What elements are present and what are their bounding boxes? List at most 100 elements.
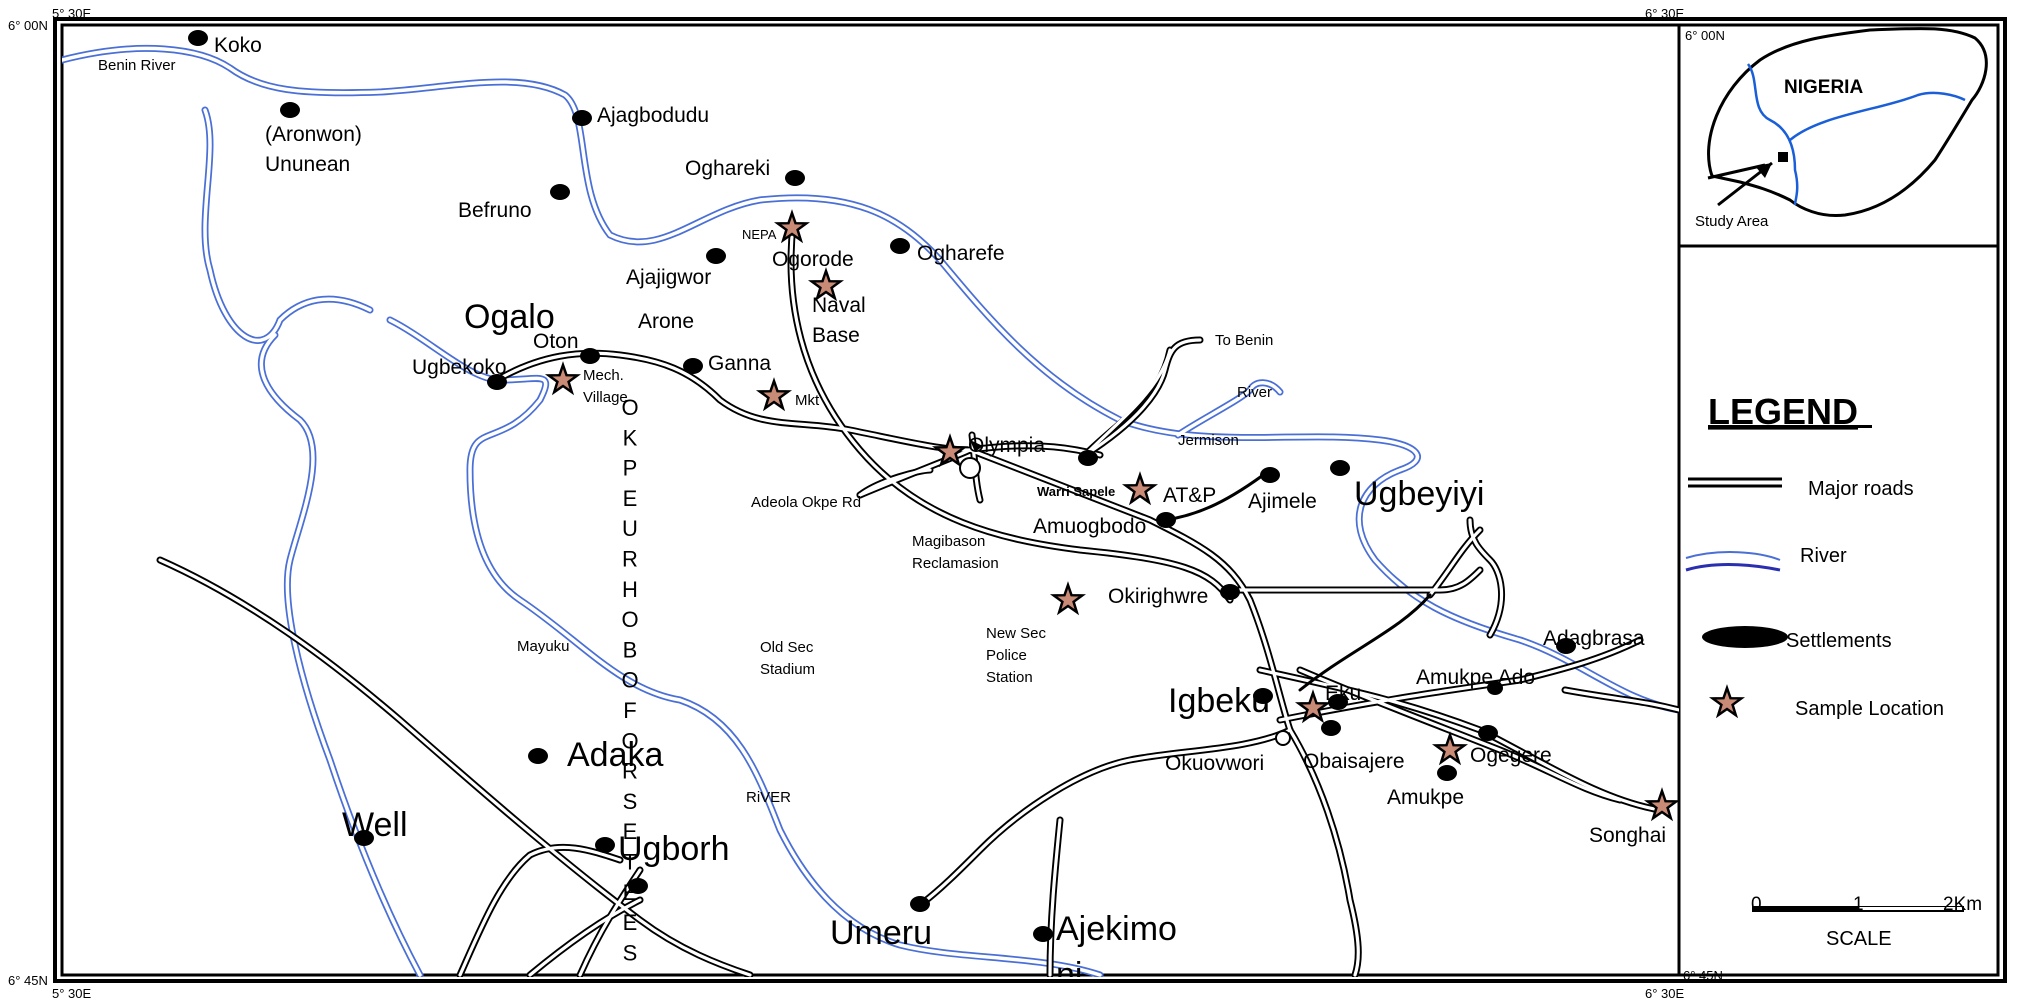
scale-tick-2: 2Km (1943, 894, 1982, 915)
scale-tick-1: 1 (1853, 894, 1864, 915)
sample-star-atp (1124, 473, 1156, 504)
vertical-label-letter: O (621, 607, 638, 632)
label-magibason: Magibason (912, 533, 985, 550)
label-adeola: Adeola Okpe Rd (751, 494, 861, 511)
legend-star-icon (1711, 686, 1743, 717)
label-eku: Eku (1325, 682, 1361, 705)
coord-top-right-lon: 6° 30E (1645, 6, 1685, 21)
settlement-igbeku (1253, 688, 1273, 704)
label-reclamasion: Reclamasion (912, 555, 999, 572)
coord-top-left-lat: 6° 00N (8, 18, 48, 33)
vertical-label-letter: U (622, 516, 638, 541)
label-ugbeyiyi: Ugbeyiyi (1354, 475, 1484, 513)
scale-label: SCALE (1826, 928, 1892, 950)
settlement-ganna (683, 358, 703, 374)
label-ajagbodudu: Ajagbodudu (597, 104, 709, 127)
settlement-ajimele (1260, 467, 1280, 483)
settlement-ugborh-south (628, 878, 648, 894)
label-benin-river: Benin River (98, 57, 176, 74)
legend-title-underline (1708, 425, 1872, 428)
settlement-befruno (550, 184, 570, 200)
legend-major-roads-label: Major roads (1808, 478, 1914, 500)
settlement-ugbekoko (487, 374, 507, 390)
settlement-ajagbodudu (572, 110, 592, 126)
inset-coast-line (1707, 163, 1766, 180)
vertical-label-letter: O (621, 728, 638, 753)
vertical-label-letter: E (623, 819, 638, 844)
legend-river-line-top (1685, 551, 1781, 561)
inset-country-label: NIGERIA (1784, 77, 1863, 98)
label-adagbrasa: Adagbrasa (1543, 627, 1645, 650)
label-ajajigwor: Ajajigwor (626, 266, 711, 289)
settlement-ugbeyiyi (1330, 460, 1350, 476)
olympia-roundabout (959, 457, 981, 479)
settlement-eku (1328, 694, 1348, 710)
inset-study-area-label: Study Area (1695, 213, 1769, 230)
place-labels: Koko Benin River (Aronwon) Ununean Ajagb… (98, 34, 1666, 994)
vertical-label-letter: R (622, 547, 638, 572)
study-area-marker (1778, 152, 1788, 162)
vertical-label-letter: R (622, 759, 638, 784)
settlement-amukpe (1437, 765, 1457, 781)
vertical-label-letter: E (623, 880, 638, 905)
settlements (188, 30, 1576, 942)
label-ununean: Ununean (265, 153, 350, 176)
coord-bottom-left-lon: 5° 30E (52, 986, 92, 1000)
vertical-label-letter: E (623, 910, 638, 935)
legend-sample-label: Sample Location (1795, 698, 1944, 720)
label-village: Village (583, 389, 628, 406)
legend-sample-location: Sample Location (1711, 686, 1944, 720)
coord-top-left-lon: 5° 30E (52, 6, 92, 21)
label-aronwon: (Aronwon) (265, 123, 362, 146)
settlement-obaisajere (1321, 720, 1341, 736)
legend: LEGEND Major roads River Settlements Sam… (1685, 391, 1982, 950)
label-mayuku: Mayuku (517, 638, 570, 655)
settlement-well (354, 830, 374, 846)
label-naval: Naval (812, 294, 866, 317)
label-songhai: Songhai (1589, 824, 1666, 847)
label-mkt: Mkt (795, 392, 820, 409)
vertical-label-letter: P (623, 456, 638, 481)
label-base: Base (812, 324, 860, 347)
settlement-umeru (910, 896, 930, 912)
label-obaisajere: Obaisajere (1303, 750, 1405, 773)
okuovwori-junction (1275, 730, 1291, 746)
coord-bottom-right-lon: 6° 30E (1645, 986, 1685, 1000)
road-network (156, 221, 1679, 977)
scale-bar-white (1858, 907, 1962, 910)
label-to-benin: To Benin (1215, 332, 1273, 349)
label-igbeku: Igbeku (1168, 682, 1270, 720)
inset-niger-river (1746, 63, 1799, 206)
sample-star-ogegere (1434, 733, 1466, 764)
label-ogorode: Ogorode (772, 248, 854, 271)
settlement-ugborh (595, 837, 615, 853)
label-arone: Arone (638, 310, 694, 333)
label-okirighwre: Okirighwre (1108, 585, 1208, 608)
label-okuovwori: Okuovwori (1165, 752, 1264, 775)
study-area-arrowhead (1755, 163, 1772, 178)
inset-benue-river (1789, 91, 1966, 141)
label-ajimele: Ajimele (1248, 490, 1317, 513)
label-ajekimo: Ajekimo (1056, 910, 1177, 948)
coord-bottom-left-lat: 6° 45N (8, 973, 48, 988)
settlement-ogharefe (890, 238, 910, 254)
scale-bar: 0 1 2Km SCALE (1751, 894, 1982, 950)
legend-settlement-symbol (1702, 626, 1788, 648)
settlement-oton (580, 348, 600, 364)
legend-river: River (1685, 545, 1847, 572)
label-ni: ni (1056, 956, 1082, 994)
label-jermison: Jermison (1178, 432, 1239, 449)
vertical-label-letter: B (623, 637, 638, 662)
settlement-ajekimoni (1033, 926, 1053, 942)
label-warri-sapele: Warri Sapele (1037, 484, 1115, 499)
legend-settlements: Settlements (1702, 626, 1892, 652)
label-stadium: Stadium (760, 661, 815, 678)
vertical-label-letter: O (621, 668, 638, 693)
legend-major-roads: Major roads (1688, 477, 1914, 500)
settlement-oghareki (785, 170, 805, 186)
label-river: River (1237, 384, 1272, 401)
vertical-label-letter: F (623, 698, 636, 723)
sample-star-mkt (758, 379, 790, 410)
